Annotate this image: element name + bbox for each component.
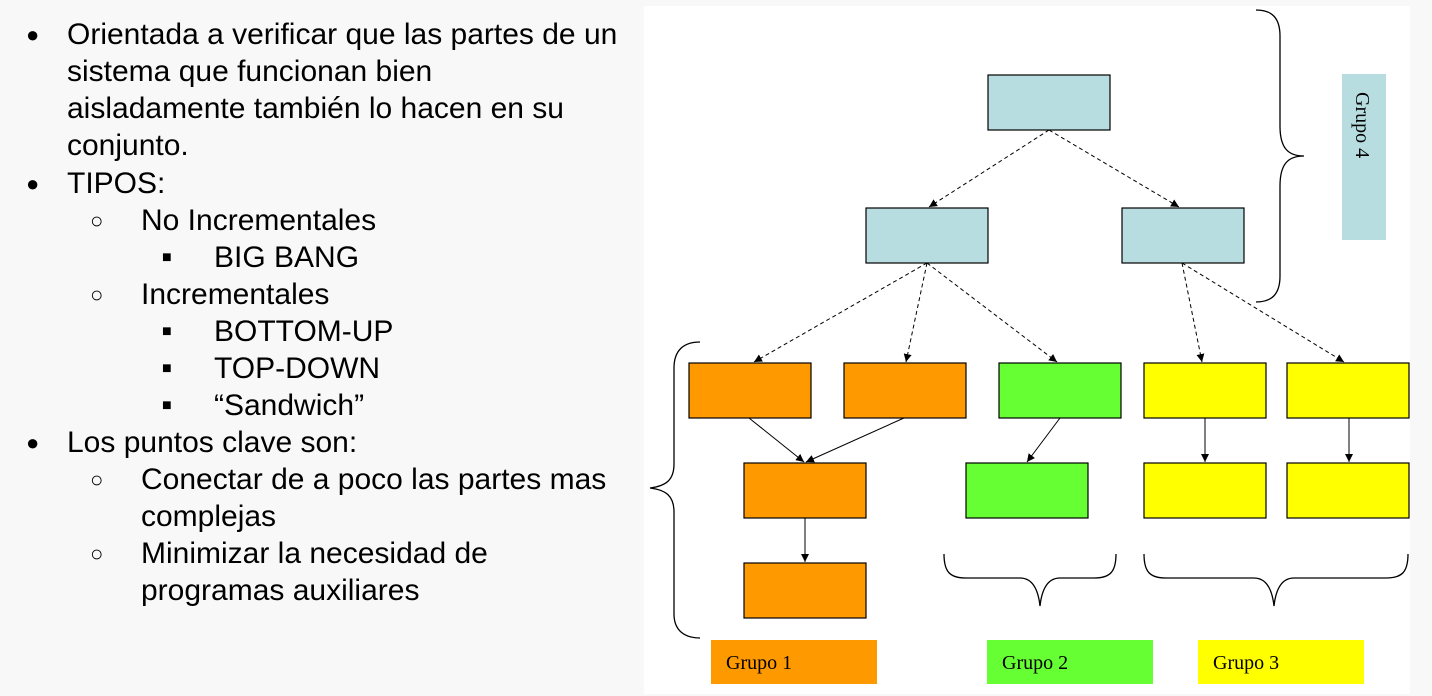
arrow-left-to-g2a: [926, 262, 1058, 363]
bullet-marker: ●: [26, 430, 40, 455]
arrow-g1a-to-g1c: [748, 417, 805, 463]
sub-bullet-marker: ○: [90, 282, 104, 307]
grupo-1-label-box: [711, 640, 877, 684]
sub-sub-bullet-top-down: TOP-DOWN: [214, 352, 381, 385]
grupo-4-label: Grupo 4: [1351, 92, 1373, 158]
sub-bullet-incrementales: Incrementales: [141, 278, 330, 311]
bullet-puntos-clave: Los puntos clave son:: [67, 426, 358, 459]
sub-sub-bullet-big-bang: BIG BANG: [214, 241, 360, 274]
bullet-tipos: TIPOS:: [67, 167, 166, 200]
sub-bullet-conectar-line: complejas: [141, 500, 277, 533]
sub-sub-bullet-marker: ■: [162, 249, 172, 266]
arrow-top-to-right: [1048, 129, 1180, 208]
bullet-text-line: sistema que funcionan bien: [67, 55, 433, 88]
sub-sub-bullet-bottom-up: BOTTOM-UP: [214, 315, 394, 348]
module-box-g1-c: [743, 462, 867, 519]
bullet-text-line: aisladamente también lo hacen en su: [67, 92, 564, 125]
grupo-2-label-box: [987, 640, 1153, 684]
arrow-g2a-to-g2b: [1026, 417, 1061, 463]
grupo-3-label: Grupo 3: [1213, 652, 1279, 674]
arrow-top-to-left: [928, 129, 1050, 208]
sub-sub-bullet-sandwich: “Sandwich”: [214, 389, 365, 422]
sub-sub-bullet-marker: ■: [162, 397, 172, 414]
sub-bullet-minimizar-line: Minimizar la necesidad de: [141, 537, 488, 570]
module-box-g3-b: [1286, 362, 1410, 419]
sub-bullet-marker: ○: [90, 541, 104, 566]
sub-bullet-marker: ○: [90, 467, 104, 492]
module-box-top: [987, 74, 1111, 131]
module-box-g1-b: [843, 362, 967, 419]
sub-bullet-conectar-line: Conectar de a poco las partes mas: [141, 463, 607, 496]
sub-bullet-marker: ○: [90, 208, 104, 233]
grupo-3-label-box: [1198, 640, 1364, 684]
bullet-text-line: conjunto.: [67, 129, 189, 162]
bullet-marker: ●: [26, 171, 40, 196]
sub-sub-bullet-marker: ■: [162, 323, 172, 340]
module-box-g2-b: [965, 462, 1089, 519]
module-box-g2-a: [998, 362, 1122, 419]
module-box-g1-a: [688, 362, 812, 419]
diagram-svg: Grupo 1 Grupo 2 Grupo 3 Grupo 4: [649, 9, 1410, 684]
module-box-g3-d: [1286, 462, 1410, 519]
arrow-left-to-g1b: [903, 262, 928, 363]
integration-diagram: Grupo 1 Grupo 2 Grupo 3 Grupo 4: [644, 6, 1410, 694]
module-box-level2-left: [865, 207, 989, 264]
sub-bullet-minimizar-line: programas auxiliares: [141, 574, 420, 607]
grupo-4-label-box: [1342, 74, 1386, 240]
brace-grupo-2: [943, 553, 1117, 607]
arrow-g1b-to-g1c: [805, 417, 905, 463]
brace-grupo-1: [649, 341, 701, 639]
module-box-g1-d: [743, 562, 867, 619]
arrow-right-to-g3a: [1181, 262, 1205, 363]
grupo-1-label: Grupo 1: [726, 652, 792, 674]
arrow-right-to-g3b: [1181, 262, 1345, 363]
sub-sub-bullet-marker: ■: [162, 360, 172, 377]
brace-grupo-3: [1143, 553, 1409, 607]
slide-text: ● Orientada a verificar que las partes d…: [0, 0, 648, 696]
arrow-left-to-g1a: [753, 262, 928, 363]
sub-bullet-no-incrementales: No Incrementales: [141, 204, 377, 237]
module-box-g3-c: [1143, 462, 1267, 519]
brace-grupo-4: [1255, 9, 1305, 303]
module-box-level2-right: [1121, 207, 1245, 264]
grupo-2-label: Grupo 2: [1002, 652, 1068, 674]
bullet-marker: ●: [26, 22, 40, 47]
module-box-g3-a: [1143, 362, 1267, 419]
bullet-text-line: Orientada a verificar que las partes de …: [67, 18, 618, 51]
